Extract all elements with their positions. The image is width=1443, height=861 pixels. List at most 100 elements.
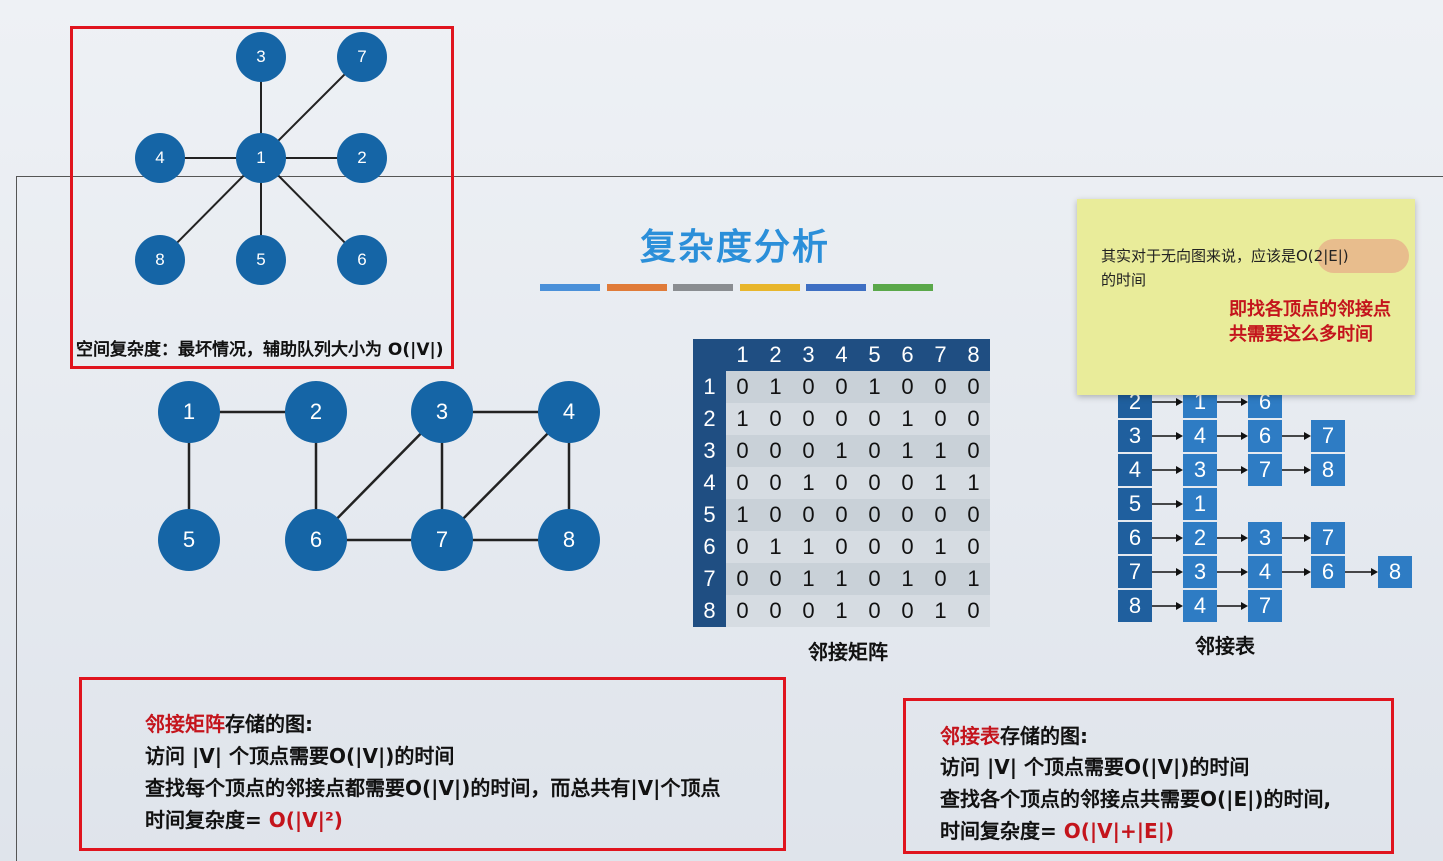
matrix-cell: 0 [792,371,825,403]
top-graph-node-5: 5 [236,235,286,285]
main-graph-node-2: 2 [285,381,347,443]
matrix-row-header: 5 [693,499,726,531]
matrix-cell: 1 [924,595,957,627]
adj-list-arrow [1152,398,1183,406]
matrix-cell: 0 [858,403,891,435]
matrix-cell: 0 [858,563,891,595]
top-graph-box [70,26,454,369]
sticky-note: 其实对于无向图来说，应该是O(2|E|) 的时间 即找各顶点的邻接点 共需要这么… [1077,199,1415,395]
matrix-cell: 0 [792,499,825,531]
matrix-caption: 邻接矩阵 [808,640,888,664]
list-caption: 邻接表 [1195,634,1255,658]
color-bar-5 [806,284,866,291]
matrix-cell: 0 [957,531,990,563]
adj-list-index-7: 7 [1118,556,1152,588]
color-bar-3 [673,284,733,291]
adj-list-arrow [1152,432,1183,440]
matrix-cell: 0 [858,435,891,467]
adj-list-node: 4 [1183,590,1217,622]
color-bar-4 [739,284,800,291]
top-graph-node-4: 4 [135,133,185,183]
matrix-cell: 0 [726,595,759,627]
adj-list-arrow [1217,398,1248,406]
main-graph-node-3: 3 [411,381,473,443]
main-graph-node-8: 8 [538,509,600,571]
matrix-box-head-red: 邻接矩阵 [145,712,225,736]
matrix-cell: 0 [759,595,792,627]
matrix-cell: 1 [891,435,924,467]
adj-list-index-8: 8 [1118,590,1152,622]
adj-list-index-5: 5 [1118,488,1152,520]
frame-top-line [16,176,1443,177]
top-graph-node-3: 3 [236,32,286,82]
page-title: 复杂度分析 [639,227,830,268]
matrix-box-head-rest: 存储的图: [225,712,313,736]
matrix-cell: 0 [825,403,858,435]
list-box-line3: 时间复杂度= O(|V|+|E|) [940,815,1174,847]
matrix-cell: 1 [825,563,858,595]
adj-list-index-4: 4 [1118,454,1152,486]
matrix-cell: 1 [792,563,825,595]
list-box-line1: 访问 |V| 个顶点需要O(|V|)的时间 [940,755,1250,779]
matrix-cell: 1 [924,531,957,563]
matrix-col-header: 6 [891,339,924,371]
matrix-cell: 0 [825,467,858,499]
matrix-cell: 1 [957,467,990,499]
matrix-cell: 0 [825,371,858,403]
adj-list-node: 6 [1248,420,1282,452]
matrix-box-line2: 查找每个顶点的邻接点都需要O(|V|)的时间，而总共有|V|个顶点 [145,776,721,800]
adj-list-arrow [1282,432,1311,440]
matrix-cell: 0 [891,467,924,499]
space-complexity-text: 空间复杂度：最坏情况，辅助队列大小为 O(|V|) [76,340,444,360]
matrix-cell: 1 [792,467,825,499]
matrix-cell: 0 [858,467,891,499]
list-box-l3-red: O(|V|+|E|) [1063,819,1175,843]
matrix-cell: 0 [957,435,990,467]
adj-list-node: 1 [1183,488,1217,520]
matrix-row-header: 2 [693,403,726,435]
adj-list-node: 7 [1248,590,1282,622]
color-bar-6 [872,284,933,291]
main-graph-node-6: 6 [285,509,347,571]
list-box-head-rest: 存储的图: [1000,724,1088,748]
adj-list-arrow [1282,466,1311,474]
matrix-cell: 0 [891,371,924,403]
adj-list-node: 4 [1183,420,1217,452]
adj-list-node: 3 [1183,556,1217,588]
adj-list-node: 3 [1183,454,1217,486]
matrix-cell: 0 [891,499,924,531]
matrix-cell: 1 [924,467,957,499]
matrix-cell: 1 [726,403,759,435]
adj-list-node: 4 [1248,556,1282,588]
adj-list-arrow [1152,500,1183,508]
matrix-cell: 1 [825,435,858,467]
matrix-row-header: 8 [693,595,726,627]
matrix-cell: 0 [891,595,924,627]
matrix-row-header: 3 [693,435,726,467]
matrix-cell: 1 [891,403,924,435]
color-bar-1 [540,284,600,291]
matrix-row-header: 1 [693,371,726,403]
adj-list-arrow [1217,432,1248,440]
adj-list-node: 6 [1311,556,1345,588]
matrix-cell: 1 [825,595,858,627]
matrix-cell: 0 [957,371,990,403]
matrix-cell: 1 [957,563,990,595]
matrix-cell: 0 [726,435,759,467]
matrix-cell: 0 [924,403,957,435]
color-bar-2 [606,284,667,291]
adj-list-node: 7 [1248,454,1282,486]
adj-list-index-3: 3 [1118,420,1152,452]
adj-list-arrow [1217,602,1248,610]
matrix-box-heading: 邻接矩阵存储的图: [145,708,313,740]
matrix-cell: 0 [957,403,990,435]
matrix-col-header: 4 [825,339,858,371]
matrix-cell: 0 [924,371,957,403]
adj-list-arrow [1152,602,1183,610]
adj-list-node: 7 [1311,420,1345,452]
main-graph-node-7: 7 [411,509,473,571]
matrix-cell: 0 [858,595,891,627]
list-box-l3-pre: 时间复杂度= [940,819,1064,843]
adj-list-arrow [1345,568,1378,576]
matrix-cell: 1 [858,371,891,403]
